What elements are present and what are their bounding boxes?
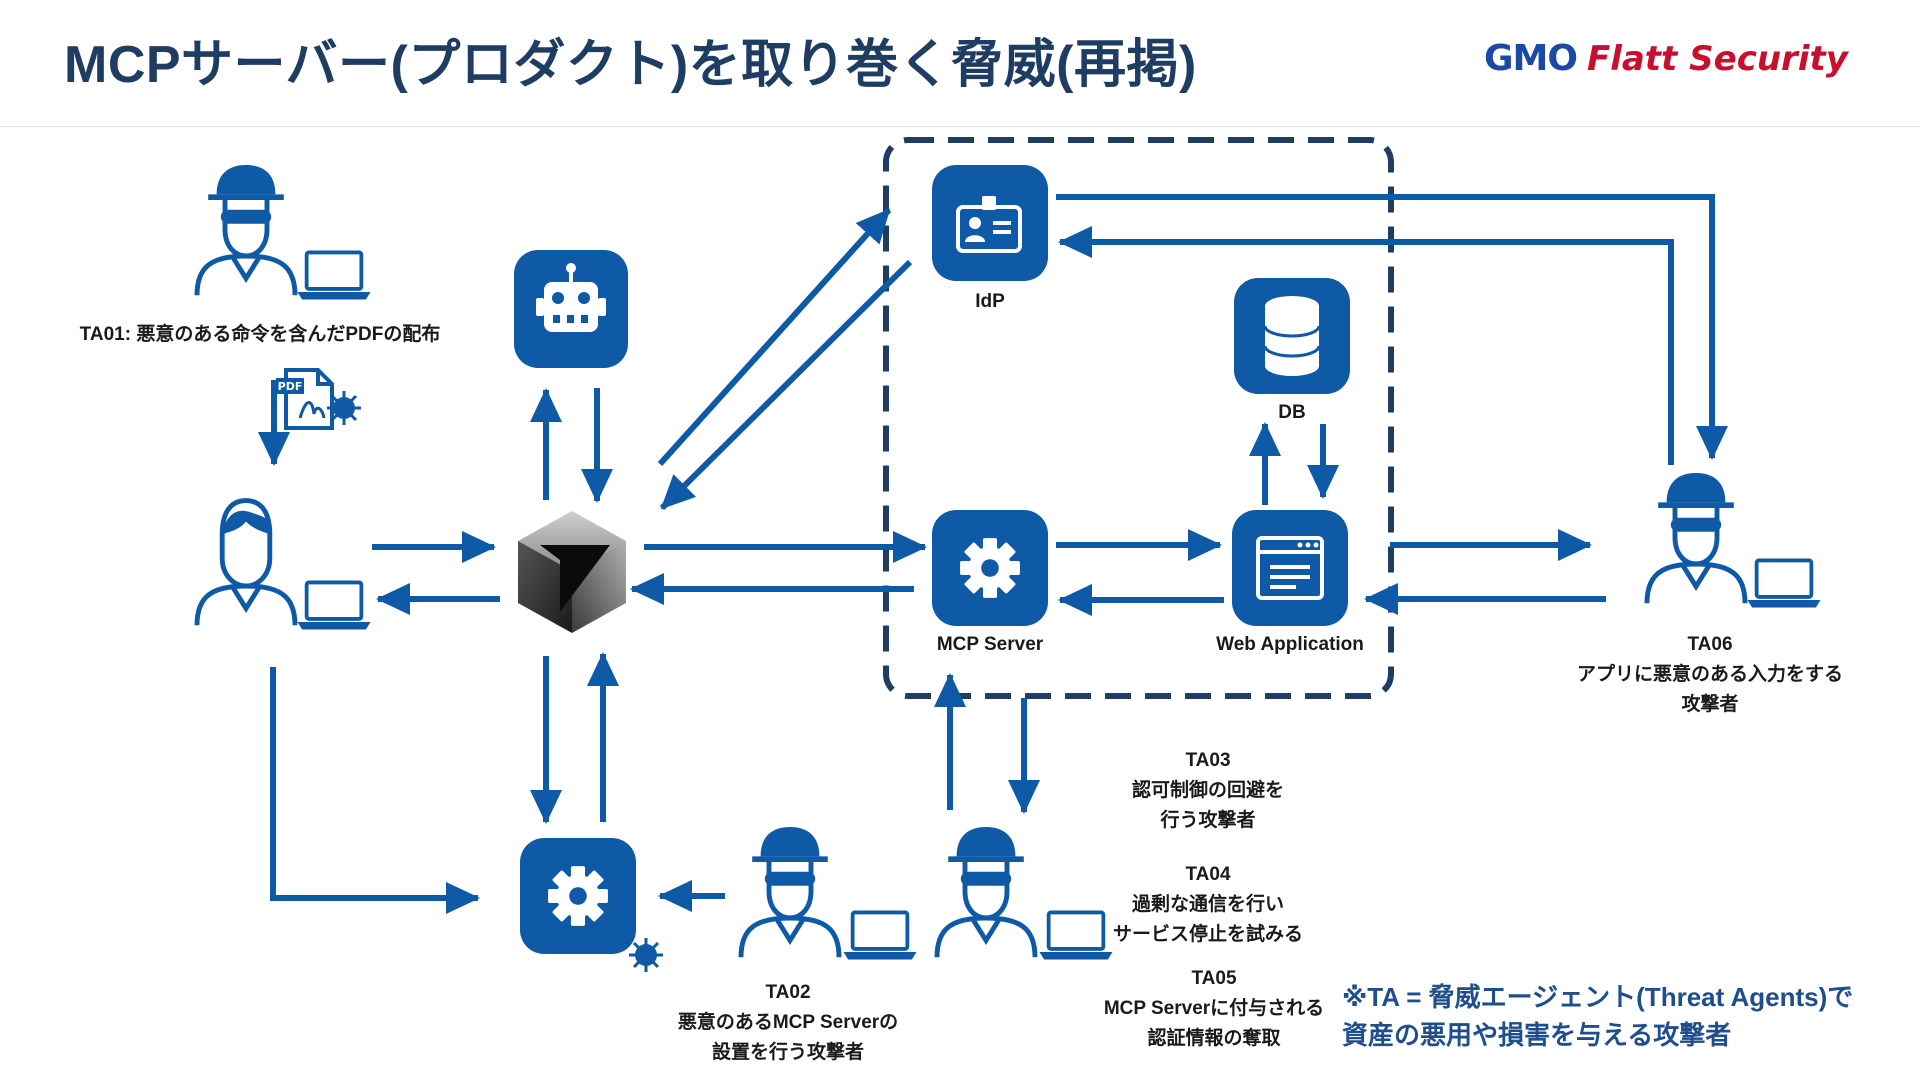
database-icon	[1263, 296, 1321, 376]
virus-icon	[327, 391, 361, 425]
ta01-label: TA01: 悪意のある命令を含んだPDFの配布	[79, 324, 441, 345]
attacker-icon	[197, 165, 295, 295]
ta05-line2: 認証情報の奪取	[1147, 1028, 1281, 1049]
ta06-label: TA06 アプリに悪意のある入力をする 攻撃者	[1577, 630, 1843, 720]
ta05-id: TA05	[1191, 968, 1237, 989]
malicious-mcp-server-node	[520, 838, 663, 972]
web-application-node	[1232, 510, 1348, 626]
arrow-idp-to-ta06	[1056, 194, 1728, 460]
pdf-badge-text: PDF	[278, 380, 303, 393]
ta06-line1: アプリに悪意のある入力をする	[1576, 664, 1844, 685]
robot-icon	[514, 250, 628, 368]
ta04-line1: 過剰な通信を行い	[1131, 894, 1285, 915]
ta02-line1: 悪意のあるMCP Serverの	[677, 1012, 899, 1033]
idp-label: IdP	[975, 291, 1005, 312]
ta05-line1: MCP Serverに付与される	[1103, 998, 1325, 1019]
ta03-id: TA03	[1185, 750, 1231, 771]
ta02-label: TA02 悪意のあるMCP Serverの 設置を行う攻撃者	[678, 978, 898, 1068]
logo-flatt-security: Flatt Security	[1586, 39, 1848, 79]
mcp-server-node	[932, 510, 1048, 626]
laptop-icon	[296, 250, 372, 302]
flow-arrows	[258, 194, 1728, 914]
gear-icon	[960, 538, 1020, 598]
idp-node	[932, 165, 1048, 281]
logo-gmo: GMO	[1484, 38, 1578, 79]
mcp-server-label: MCP Server	[936, 634, 1044, 655]
laptop-icon	[1038, 910, 1114, 962]
ta06-attacker	[1647, 473, 1822, 610]
db-label: DB	[1278, 402, 1306, 423]
footnote: ※TA = 脅威エージェント(Threat Agents)で 資産の悪用や損害を…	[1342, 978, 1853, 1054]
ta03-line1: 認可制御の回避を	[1131, 780, 1285, 801]
ta03-line2: 行う攻撃者	[1160, 810, 1256, 831]
footnote-line1: ※TA = 脅威エージェント(Threat Agents)で	[1342, 982, 1854, 1012]
ta02-line2: 設置を行う攻撃者	[711, 1042, 865, 1063]
ta03-attacker	[937, 827, 1114, 962]
id-card-icon	[956, 196, 1022, 253]
virus-icon	[629, 938, 663, 972]
ta04-line2: サービス停止を試みる	[1112, 924, 1304, 945]
page-title: MCPサーバー(プロダクト)を取り巻く脅威(再掲)	[64, 36, 1197, 94]
ta02-id: TA02	[765, 982, 811, 1003]
arrow-ta06-to-idp	[1058, 226, 1674, 465]
attacker-icon	[741, 827, 839, 957]
ta05-label: TA05 MCP Serverに付与される 認証情報の奪取	[1104, 964, 1324, 1054]
web-application-label: Web Application	[1216, 634, 1364, 655]
laptop-icon	[842, 910, 918, 962]
ta01-attacker	[197, 165, 372, 302]
ta04-id: TA04	[1185, 864, 1231, 885]
user-icon	[197, 501, 295, 626]
arrow-user-to-bad-mcp	[270, 667, 480, 914]
ta06-line2: 攻撃者	[1681, 694, 1739, 715]
ta02-attacker	[741, 827, 918, 962]
attacker-icon	[1647, 473, 1745, 603]
attacker-icon	[937, 827, 1035, 957]
db-node	[1234, 278, 1350, 394]
browser-window-icon	[1256, 536, 1324, 600]
arrow-idp-to-client	[659, 259, 913, 511]
footnote-line2: 資産の悪用や損害を与える攻撃者	[1342, 1020, 1732, 1050]
arrow-client-to-idp	[657, 207, 892, 467]
ta03-label: TA03 認可制御の回避を 行う攻撃者	[1132, 746, 1284, 836]
legit-user	[197, 501, 372, 632]
gear-icon	[548, 866, 608, 926]
pdf-file-icon: PDF	[276, 368, 361, 430]
laptop-icon	[296, 580, 372, 632]
llm-client-icon	[518, 511, 626, 633]
ta06-id: TA06	[1687, 634, 1733, 655]
ta04-label: TA04 過剰な通信を行い サービス停止を試みる	[1113, 860, 1303, 950]
laptop-icon	[1746, 558, 1822, 610]
